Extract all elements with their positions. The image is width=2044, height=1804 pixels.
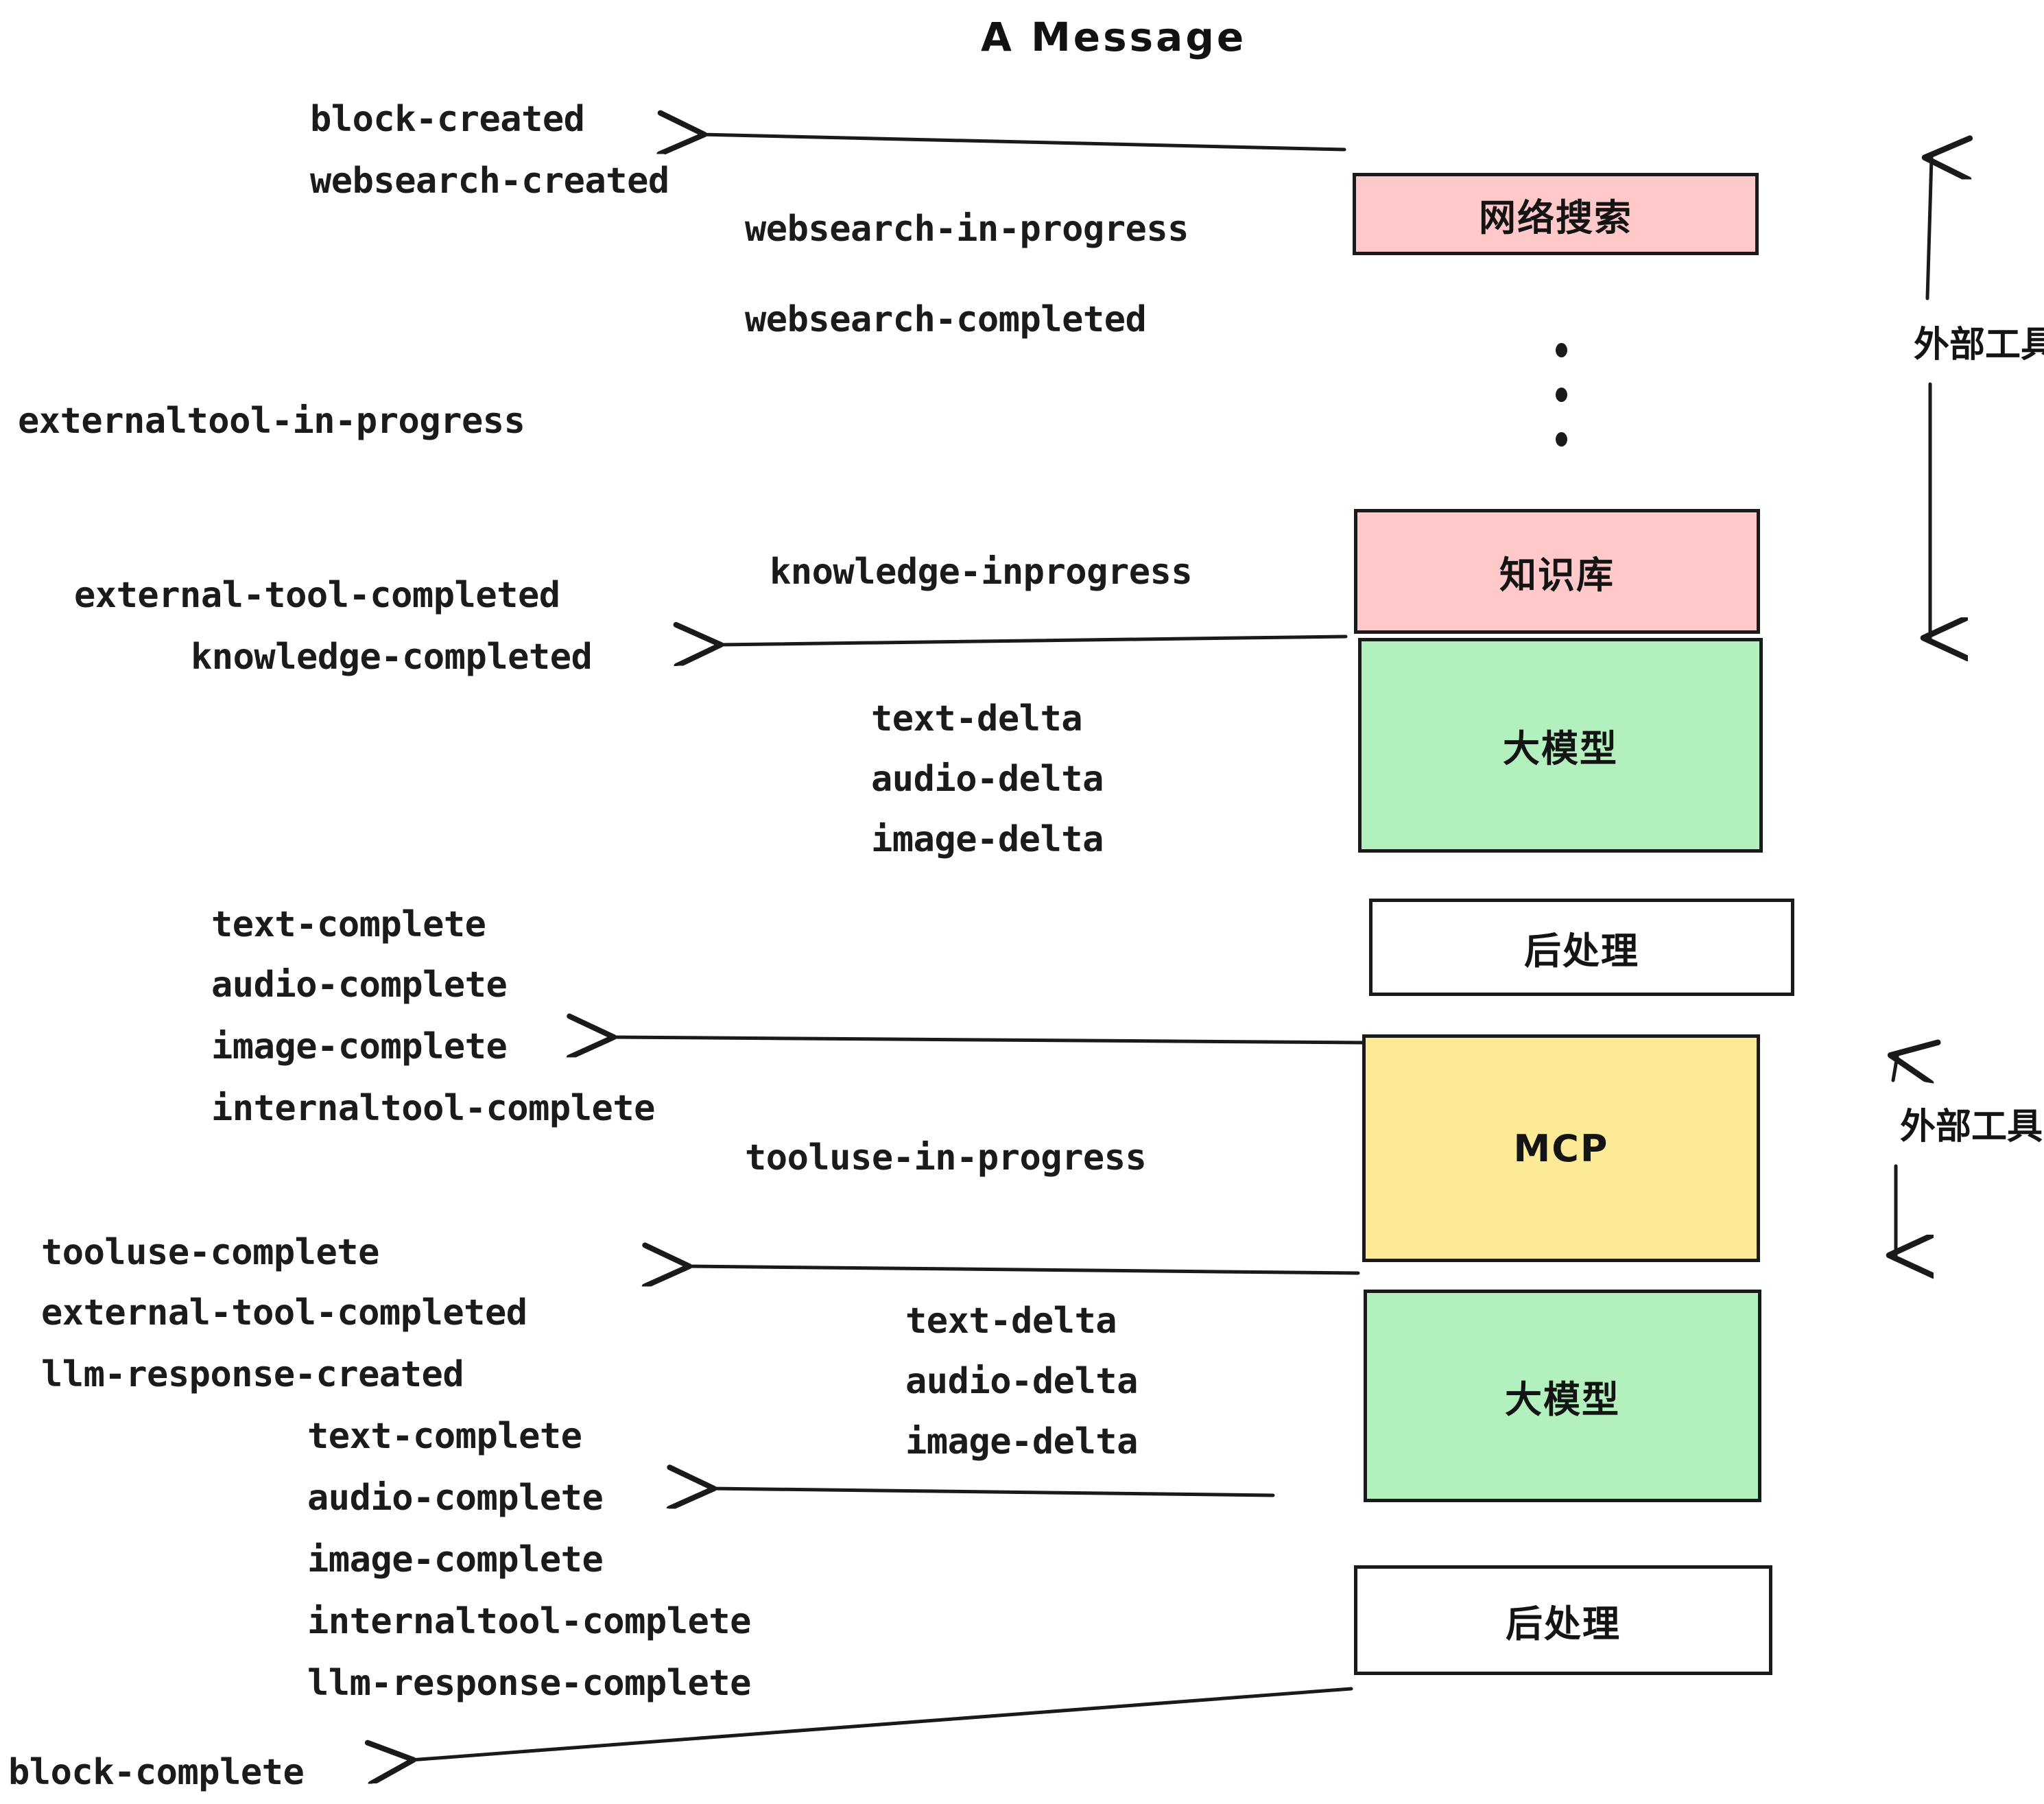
node-label-post-2: 后处理 [1506,1602,1621,1646]
left-event-label: external-tool-completed [41,1292,527,1333]
left-event-label: websearch-created [310,161,669,202]
middle-event-label: text-delta [871,698,1083,739]
arrow-image-complete [610,1037,1364,1043]
left-event-label: externaltool-in-progress [18,401,525,442]
left-event-label: tooluse-complete [41,1232,379,1273]
node-label-websearch: 网络搜索 [1479,195,1632,239]
arrow-audio-complete [711,1488,1275,1495]
left-event-label: audio-complete [211,964,508,1006]
left-event-label: image-complete [307,1539,604,1580]
left-event-label: internaltool-complete [307,1601,751,1642]
middle-event-label: tooluse-in-progress [745,1137,1147,1178]
middle-event-label: audio-delta [905,1361,1138,1402]
middle-event-label: websearch-completed [745,299,1147,340]
arrow-block-created [701,134,1346,150]
left-event-label: image-complete [211,1026,508,1067]
node-label-post-1: 后处理 [1524,929,1639,973]
ellipsis-dot [1556,432,1567,447]
left-event-label: block-complete [8,1752,305,1793]
left-event-label: audio-complete [307,1477,604,1519]
node-box-llm-1[interactable]: 大模型 [1358,638,1763,853]
side-label-external-tool-lower: 外部工具 [1900,1106,2043,1148]
arrow-knowledge-done [717,637,1348,645]
left-event-label: internaltool-complete [211,1088,655,1129]
left-event-label: llm-response-created [41,1354,464,1395]
node-label-llm-2: 大模型 [1505,1377,1620,1421]
side-arrow-up-external-tool-lower [1893,1056,1897,1080]
node-box-llm-2[interactable]: 大模型 [1364,1290,1761,1502]
vertical-ellipsis-dots [1556,343,1567,477]
left-event-label: llm-response-complete [307,1663,751,1704]
node-label-mcp: MCP [1513,1126,1609,1170]
ellipsis-dot [1556,343,1567,357]
middle-event-label: audio-delta [871,759,1104,800]
node-box-post-2[interactable]: 后处理 [1354,1565,1772,1675]
arrow-tooluse-complete [686,1266,1360,1273]
node-label-llm-1: 大模型 [1503,727,1618,770]
arrow-block-complete [410,1687,1353,1760]
left-event-label: external-tool-completed [74,575,560,616]
left-event-label: knowledge-completed [191,637,593,678]
middle-event-label: image-delta [871,819,1104,860]
middle-event-label: image-delta [905,1421,1138,1462]
middle-event-label: websearch-in-progress [745,209,1189,250]
middle-event-label: text-delta [905,1301,1117,1342]
ellipsis-dot [1556,388,1567,402]
node-box-mcp[interactable]: MCP [1362,1034,1760,1262]
node-box-knowledge[interactable]: 知识库 [1354,509,1760,634]
left-event-label: block-created [310,99,585,140]
left-event-label: text-complete [307,1416,582,1457]
left-event-label: text-complete [211,904,486,945]
node-box-post-1[interactable]: 后处理 [1369,899,1794,996]
page-title: A Message [981,14,1247,60]
side-label-external-tool-upper: 外部工具 [1914,324,2044,366]
node-box-websearch[interactable]: 网络搜索 [1353,173,1759,255]
side-arrow-up-external-tool-upper [1927,158,1932,300]
middle-event-label: knowledge-inprogress [770,551,1193,593]
node-label-knowledge: 知识库 [1499,553,1615,597]
